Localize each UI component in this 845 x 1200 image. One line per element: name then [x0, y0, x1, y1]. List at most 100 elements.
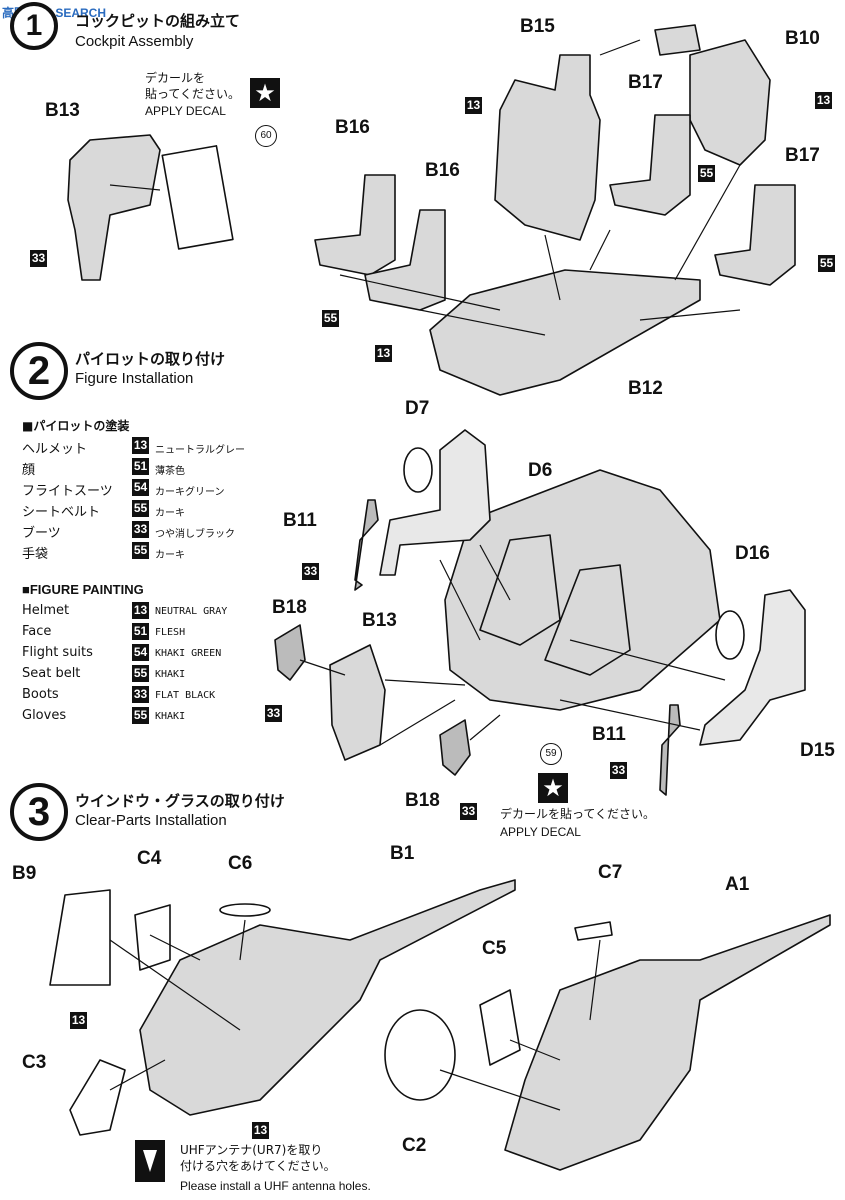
c4-window	[134, 904, 171, 971]
c7-glass	[574, 921, 613, 941]
b17-seat-1	[609, 114, 691, 216]
paint-en-color: KHAKI	[155, 711, 186, 722]
step2-code-33c: 33	[610, 762, 627, 779]
paint-jp-color: 薄茶色	[155, 466, 185, 477]
b10-panel	[689, 39, 771, 166]
decal-panel-60	[161, 145, 234, 250]
step1-part-b13: B13	[45, 100, 80, 121]
cockpit-seat-2	[544, 564, 631, 676]
b11-yoke-1	[354, 499, 379, 591]
step3-code-13a: 13	[70, 1012, 87, 1029]
paint-en-part: Gloves	[22, 708, 67, 723]
step2-part-b13: B13	[362, 610, 397, 631]
step2-part-d15: D15	[800, 740, 835, 761]
paint-en-part: Boots	[22, 687, 59, 702]
step3-part-c5: C5	[482, 938, 507, 959]
step1-part-b10: B10	[785, 28, 820, 49]
paint-jp-code: 51	[132, 458, 149, 475]
c3-window	[69, 1059, 126, 1136]
c5-window	[479, 989, 521, 1066]
paint-jp-part: シートベルト	[22, 505, 101, 520]
paint-jp-color: カーキ	[155, 550, 185, 561]
step3-part-b9: B9	[12, 863, 37, 884]
paint-en-color: FLAT BLACK	[155, 690, 216, 701]
step1-decal-en: APPLY DECAL	[145, 104, 226, 118]
paint-en-part: Flight suits	[22, 645, 93, 660]
paint-en-code: 55	[132, 665, 149, 682]
step2-decal-en: APPLY DECAL	[500, 825, 581, 839]
c6-glass	[219, 903, 271, 917]
paint-en-code: 13	[132, 602, 149, 619]
paint-jp-code: 55	[132, 500, 149, 517]
paint-jp-part: ヘルメット	[22, 442, 88, 457]
step1-number: 1	[10, 2, 58, 50]
step2-part-b11a: B11	[283, 510, 317, 531]
cockpit-seat-1	[479, 534, 561, 646]
c2-window	[384, 1009, 456, 1101]
step2-part-d16: D16	[735, 543, 770, 564]
step3-code-13b: 13	[252, 1122, 269, 1139]
paint-en-part: Seat belt	[22, 666, 81, 681]
decal-star-icon: ★	[250, 78, 280, 108]
step2-number: 2	[10, 342, 68, 400]
paint-en-code: 51	[132, 623, 149, 640]
paint-jp-part: フライトスーツ	[22, 484, 113, 499]
d7-hand	[403, 447, 433, 493]
b11-yoke-2	[659, 704, 681, 796]
pilot-d15	[699, 589, 806, 746]
paint-jp-color: カーキグリーン	[155, 487, 225, 498]
step3-part-c3: C3	[22, 1052, 47, 1073]
step2-part-b18b: B18	[405, 790, 440, 811]
step3-part-c7: C7	[598, 862, 623, 883]
step1-code-55a: 55	[698, 165, 715, 182]
step1-code-55c: 55	[322, 310, 339, 327]
step2-part-d7: D7	[405, 398, 430, 419]
paint-en-color: KHAKI GREEN	[155, 648, 222, 659]
paint-jp-part: ブーツ	[22, 526, 61, 541]
drill-icon	[135, 1140, 165, 1182]
paint-jp-color: ニュートラルグレー	[155, 445, 245, 456]
step1-part-b17a: B17	[628, 72, 663, 93]
b18-pedal-2	[439, 719, 471, 776]
b13-console-1	[67, 134, 161, 281]
paint-jp-code: 54	[132, 479, 149, 496]
step1-code-13a: 13	[465, 97, 482, 114]
step3-note-jp: UHFアンテナ(UR7)を取り 付ける穴をあけてください。	[180, 1143, 336, 1173]
step2-title-en: Figure Installation	[75, 370, 194, 387]
step1-title-jp: コックピットの組み立て	[75, 12, 241, 30]
paint-en-code: 55	[132, 707, 149, 724]
paint-en-part: Face	[22, 624, 52, 639]
paint-jp-code: 33	[132, 521, 149, 538]
decal-star-icon-2: ★	[538, 773, 568, 803]
a1-fuselage	[504, 914, 831, 1171]
paint-jp-code: 55	[132, 542, 149, 559]
step2-decal-jp: デカールを貼ってください。	[500, 807, 656, 821]
d16-hand	[715, 610, 745, 660]
decal-number-59: 59	[540, 743, 562, 765]
decal-number-60: 60	[255, 125, 277, 147]
paint-en-color: KHAKI	[155, 669, 186, 680]
step3-part-a1: A1	[725, 874, 750, 895]
step2-title-jp: パイロットの取り付け	[75, 350, 226, 368]
step2-part-b18a: B18	[272, 597, 307, 618]
step2-code-33b: 33	[265, 705, 282, 722]
step2-part-b11b: B11	[592, 724, 626, 745]
paint-jp-part: 顔	[22, 463, 36, 478]
b13-console-2	[329, 644, 386, 761]
b1-fuselage	[139, 879, 516, 1116]
step1-part-b17b: B17	[785, 145, 820, 166]
step3-title-jp: ウインドウ・グラスの取り付け	[75, 792, 285, 810]
paint-jp-code: 13	[132, 437, 149, 454]
paint-en-color: NEUTRAL GRAY	[155, 606, 228, 617]
step1-code-55b: 55	[818, 255, 835, 272]
step1-title-en: Cockpit Assembly	[75, 33, 194, 50]
b12-floor	[429, 269, 701, 396]
paint-en-heading: ■FIGURE PAINTING	[22, 582, 144, 597]
step1-part-b16a: B16	[335, 117, 370, 138]
b18-pedal-1	[274, 624, 306, 681]
step1-decal-jp: デカールを 貼ってください。	[145, 71, 241, 101]
step1-code-33: 33	[30, 250, 47, 267]
b17-seat-2	[714, 184, 796, 286]
step3-part-c6: C6	[228, 853, 253, 874]
